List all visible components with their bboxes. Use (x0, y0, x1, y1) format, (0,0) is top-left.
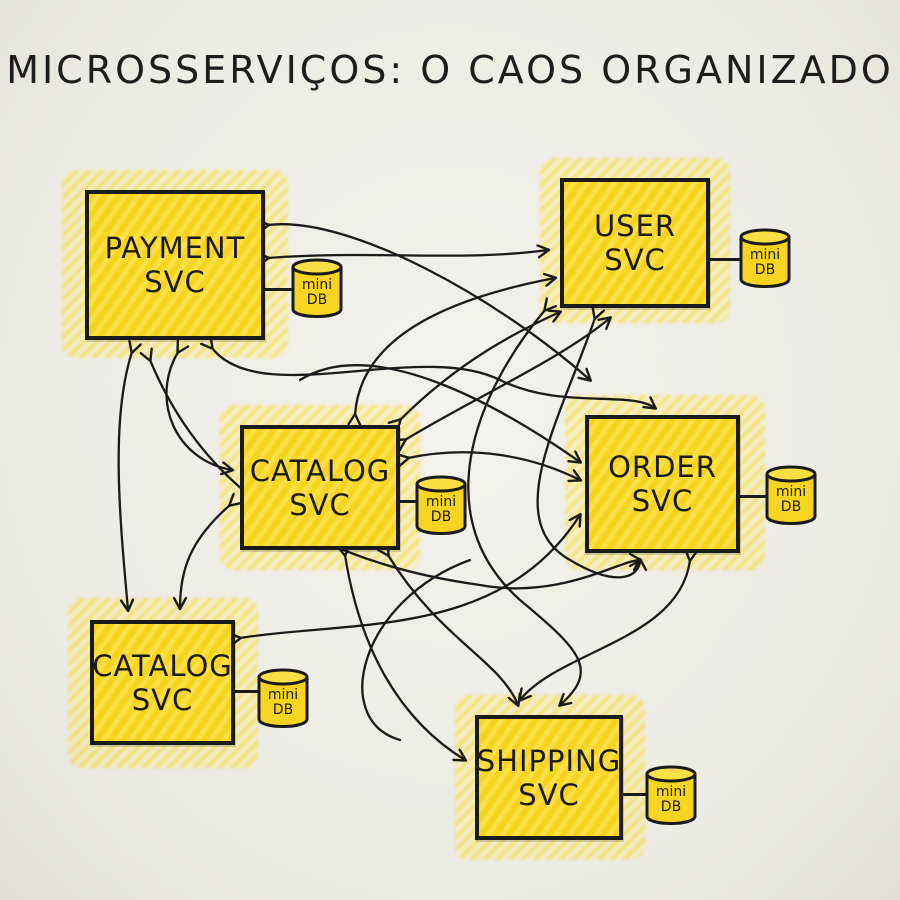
catalog-center-db-icon: mini DB (414, 475, 468, 535)
payment-db-label-2: DB (306, 292, 328, 308)
user-service-suffix: SVC (604, 243, 666, 277)
shipping-db-link (620, 793, 650, 796)
order-service-suffix: SVC (631, 484, 694, 518)
payment-db-icon: mini DB (290, 258, 344, 318)
catalog-center-db-label-2: DB (430, 509, 452, 525)
user-service-name: USER (593, 209, 677, 243)
payment-db-link (262, 288, 294, 291)
catalog-left-db-icon: mini DB (256, 668, 310, 728)
order-db-label-2: DB (780, 499, 802, 515)
catalog-left-db-label: mini (267, 687, 299, 703)
catalog-left-db-link (232, 690, 262, 693)
payment-service-name: PAYMENT (104, 231, 246, 265)
catalog-center-service-suffix: SVC (289, 487, 351, 522)
payment-db-label: mini (301, 277, 333, 293)
user-db-label: mini (749, 247, 781, 263)
order-db-link (738, 495, 768, 498)
order-service-box: ORDER SVC (585, 415, 740, 553)
catalog-center-service-name: CATALOG (249, 453, 391, 488)
catalog-left-db-label-2: DB (272, 702, 294, 718)
catalog-center-service-box: CATALOG SVC (240, 425, 400, 550)
user-db-label-2: DB (754, 262, 776, 278)
user-db-link (708, 258, 743, 261)
shipping-db-icon: mini DB (644, 765, 698, 825)
catalog-center-db-link (396, 500, 418, 503)
diagram-title: MICROSSERVIÇOS: O CAOS ORGANIZADO (6, 48, 894, 92)
order-service-name: ORDER (608, 450, 717, 484)
payment-service-box: PAYMENT SVC (85, 190, 265, 340)
user-db-icon: mini DB (738, 228, 792, 288)
shipping-service-suffix: SVC (518, 777, 580, 812)
order-db-label: mini (775, 484, 807, 500)
shipping-service-box: SHIPPING SVC (475, 715, 623, 840)
order-db-icon: mini DB (764, 465, 818, 525)
catalog-left-service-box: CATALOG SVC (90, 620, 235, 745)
catalog-center-db-label: mini (425, 494, 457, 510)
catalog-left-service-suffix: SVC (131, 682, 194, 717)
payment-service-suffix: SVC (144, 265, 206, 299)
shipping-db-label-2: DB (660, 799, 682, 815)
shipping-db-label: mini (655, 784, 687, 800)
catalog-left-service-name: CATALOG (92, 648, 233, 683)
shipping-service-name: SHIPPING (476, 743, 622, 778)
user-service-box: USER SVC (560, 178, 710, 308)
